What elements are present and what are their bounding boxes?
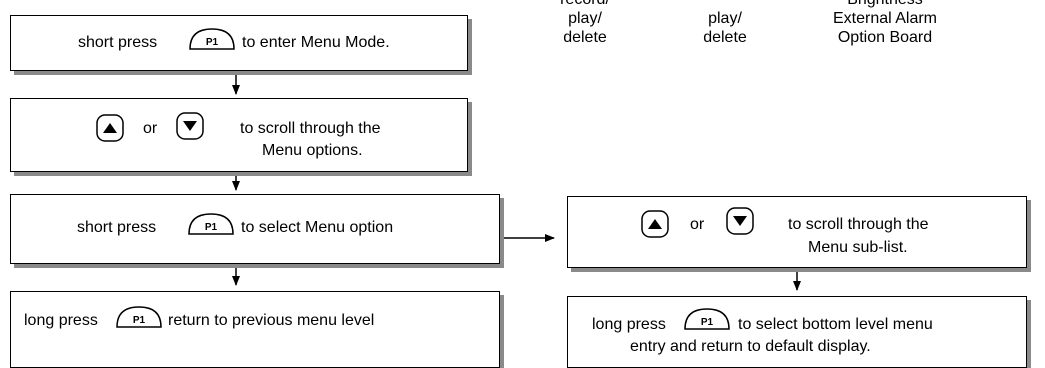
up-arrow-key-icon — [96, 114, 124, 142]
enter-label-before: short press — [78, 34, 158, 51]
header-col-1: record/ play/ delete — [560, 0, 610, 46]
bottom-label-after: to select bottom level menu — [738, 316, 933, 333]
header-col-2: play/ delete — [703, 10, 747, 46]
p1-key-icon: P1 — [188, 213, 234, 235]
p1-key-icon: P1 — [684, 308, 730, 330]
select-label-after: to select Menu option — [241, 219, 394, 236]
header-brightness: Brightness — [810, 0, 960, 9]
step-scroll-options-box — [10, 98, 468, 172]
scroll-options-line-2: Menu options. — [262, 142, 363, 159]
header-option-board: Option Board — [837, 29, 933, 46]
step-select-option-box — [10, 194, 500, 264]
header-col-3: Brightness External Alarm Option Board — [810, 0, 960, 47]
svg-text:P1: P1 — [701, 317, 714, 328]
bottom-label-before: long press — [592, 316, 666, 333]
scroll-sublist-line-2: Menu sub-list. — [808, 239, 908, 256]
or-label: or — [143, 120, 158, 137]
up-arrow-key-icon — [641, 210, 669, 238]
p1-key-icon: P1 — [116, 306, 162, 328]
step-enter-menu-box — [10, 15, 468, 71]
return-label-after: return to previous menu level — [168, 312, 375, 329]
scroll-sublist-line-1: to scroll through the — [788, 216, 929, 233]
svg-text:P1: P1 — [133, 315, 146, 326]
step-return-box — [10, 291, 500, 368]
svg-text:P1: P1 — [205, 222, 218, 233]
p1-key-icon: P1 — [189, 28, 235, 50]
down-arrow-key-icon — [726, 207, 754, 235]
down-arrow-key-icon — [176, 112, 204, 140]
bottom-label-line-2: entry and return to default display. — [630, 338, 871, 355]
enter-label-after: to enter Menu Mode. — [242, 34, 390, 51]
return-label-before: long press — [24, 312, 98, 329]
select-label-before: short press — [77, 219, 157, 236]
sub-or-label: or — [690, 216, 705, 233]
svg-text:P1: P1 — [206, 37, 219, 48]
scroll-options-line-1: to scroll through the — [240, 120, 381, 137]
header-external-alarm: External Alarm — [832, 10, 938, 27]
step-bottom-level-box — [567, 296, 1027, 368]
